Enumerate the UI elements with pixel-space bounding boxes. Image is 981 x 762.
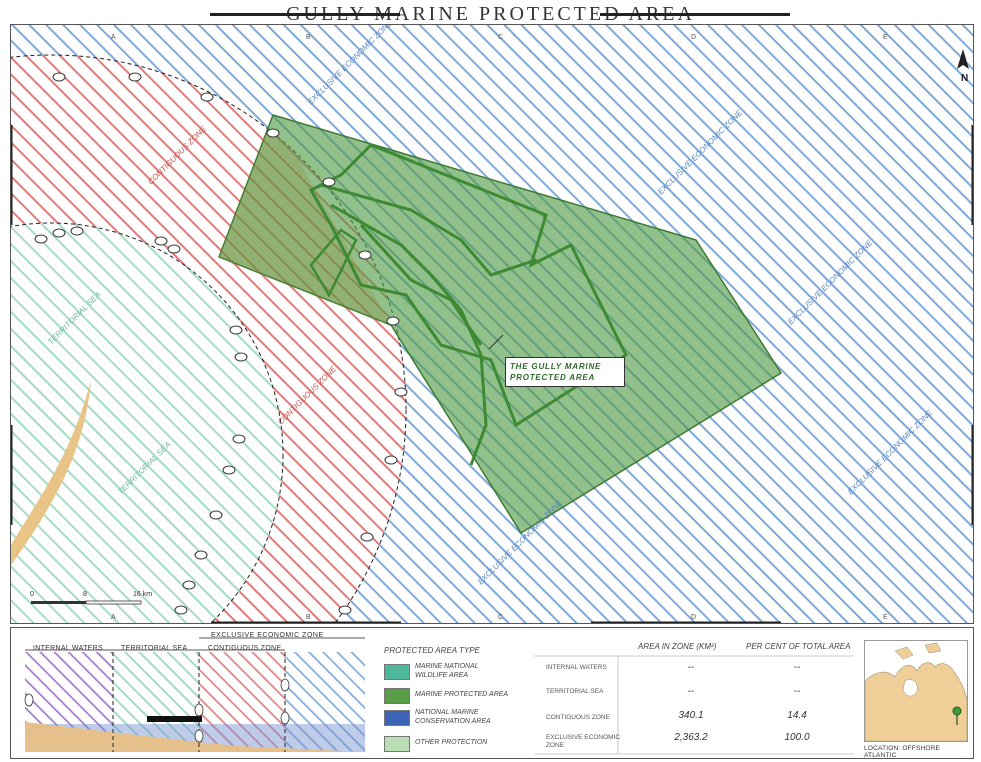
legend-item-nmca: NATIONAL MARINE CONSERVATION AREA [384, 708, 524, 734]
location-inset-map[interactable] [864, 640, 968, 742]
legend-item-other: OTHER PROTECTION [384, 734, 524, 760]
table-header-area: AREA IN ZONE (KM²) [638, 642, 717, 651]
mpa-overlap-contiguous [219, 115, 391, 325]
cs-label-territorial-sea: TERRITORIAL SEA [121, 645, 188, 652]
grid-letter-e-bottom: E [883, 614, 888, 621]
cs-label-contiguous-zone: CONTIGUOUS ZONE [208, 645, 282, 652]
grid-letter-c-bottom: C [498, 614, 503, 621]
protected-area-type-title: PROTECTED AREA TYPE [384, 646, 480, 655]
map-frame[interactable]: EXCLUSIVE ECONOMIC ZONE EXCLUSIVE ECONOM… [10, 24, 974, 624]
north-arrow [957, 49, 969, 69]
scale-mid: 8 [83, 591, 87, 598]
cell-percent-internal: -- [793, 662, 801, 673]
gully-western-arm [309, 228, 358, 298]
row-label-eez: EXCLUSIVE ECONOMIC ZONE [546, 734, 621, 749]
grid-letter-c: C [498, 34, 503, 41]
callout-leader [488, 334, 504, 350]
cs-label-eez: EXCLUSIVE ECONOMIC ZONE [211, 632, 324, 639]
gully-callout-label[interactable]: THE GULLY MARINE PROTECTED AREA [505, 357, 625, 387]
title-bar-left [210, 13, 400, 16]
cell-percent-territorial: -- [793, 686, 801, 697]
legend-panel: EXCLUSIVE ECONOMIC ZONE INTERNAL WATERS … [10, 627, 974, 759]
grid-letter-b: B [306, 34, 311, 41]
north-label: N [961, 73, 969, 84]
territorial-sea-boundary [11, 222, 284, 623]
swatch-mpa [384, 688, 410, 704]
cell-area-eez: 2,363.2 [674, 732, 708, 743]
legend-text-wildlife: MARINE NATIONAL WILDLIFE AREA [415, 663, 479, 679]
gully-core-zone [308, 143, 628, 428]
cs-label-internal-waters: INTERNAL WATERS [33, 645, 103, 652]
grid-letter-a-bottom: A [111, 614, 116, 621]
row-label-territorial: TERRITORIAL SEA [546, 688, 604, 695]
scale-bar [31, 600, 142, 605]
territorial-sea [11, 223, 283, 623]
title-bar-right [600, 13, 790, 16]
legend-text-nmca: NATIONAL MARINE CONSERVATION AREA [415, 709, 491, 725]
inset-islands [894, 642, 942, 660]
table-lines [534, 655, 854, 755]
swatch-other [384, 736, 410, 752]
cs-seabed [25, 722, 365, 752]
gully-inner-channel [320, 183, 537, 466]
cs-contiguous-zone [199, 652, 285, 752]
coastline [11, 380, 91, 565]
row-label-internal: INTERNAL WATERS [546, 664, 607, 671]
grid-letter-d-bottom: D [691, 614, 696, 621]
boundary-point-markers [34, 72, 408, 615]
scale-start: 0 [30, 591, 34, 598]
grid-letter-b-bottom: B [306, 614, 311, 621]
cell-percent-contiguous: 14.4 [787, 710, 807, 721]
legend-text-mpa: MARINE PROTECTED AREA [415, 691, 509, 698]
grid-letters: A B C D E A B C D E [111, 34, 888, 621]
cell-area-contiguous: 340.1 [678, 710, 704, 721]
cell-percent-eez: 100.0 [784, 732, 810, 743]
grid-letter-e: E [883, 34, 888, 41]
location-label: LOCATION: OFFSHORE ATLANTIC [864, 745, 941, 759]
cell-area-territorial: -- [687, 686, 695, 697]
cs-eez [285, 652, 365, 752]
map-title: GULLY MARINE PROTECTED AREA [286, 3, 695, 25]
grid-letter-a: A [111, 34, 116, 41]
row-label-contiguous: CONTIGUOUS ZONE [546, 714, 610, 721]
cell-area-internal: -- [687, 662, 695, 673]
legend-item-wildlife: MARINE NATIONAL WILDLIFE AREA [384, 662, 524, 688]
table-header-percent: PER CENT OF TOTAL AREA [746, 642, 851, 651]
legend-text-other: OTHER PROTECTION [415, 739, 488, 746]
scale-end: 16 km [133, 591, 153, 598]
inset-bay [902, 679, 918, 697]
swatch-nmca [384, 710, 410, 726]
grid-letter-d: D [691, 34, 696, 41]
contiguous-zone-boundary [11, 54, 407, 623]
area-table: AREA IN ZONE (KM²) PER CENT OF TOTAL ARE… [534, 642, 854, 756]
inset-canvas [865, 641, 967, 741]
zone-cross-section [24, 637, 365, 752]
legend-item-mpa: MARINE PROTECTED AREA [384, 686, 524, 712]
swatch-wildlife [384, 664, 410, 680]
location-marker-icon [952, 706, 962, 716]
marine-protected-area[interactable] [218, 114, 783, 535]
map-canvas: EXCLUSIVE ECONOMIC ZONE EXCLUSIVE ECONOM… [11, 25, 973, 623]
cs-ship-icon [147, 716, 202, 722]
inset-landmass [865, 662, 967, 741]
